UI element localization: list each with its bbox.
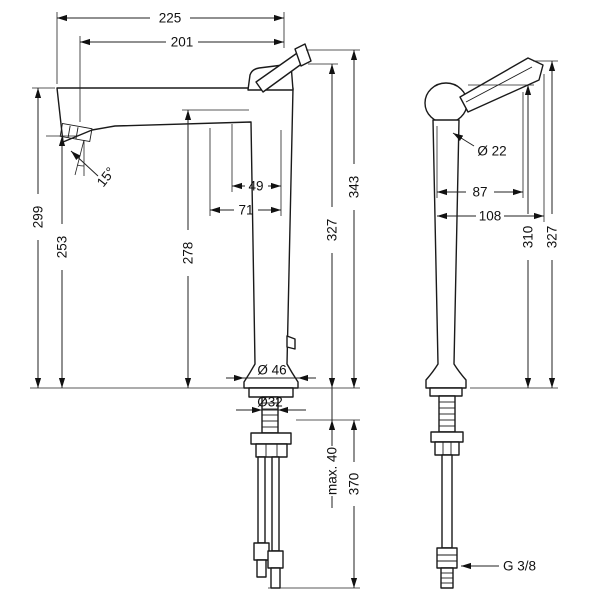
dim-front-angle: 15° bbox=[70, 139, 118, 190]
dim-front-327: 327 bbox=[308, 63, 340, 388]
dim-label-343: 343 bbox=[347, 176, 362, 199]
front-supply-hoses bbox=[253, 456, 284, 589]
front-mounting-flange bbox=[250, 432, 292, 445]
dim-side-dia22: Ø 22 bbox=[452, 132, 507, 159]
dim-front-49: 49 bbox=[231, 124, 282, 216]
dim-label-253: 253 bbox=[55, 236, 70, 259]
front-shank-threads bbox=[262, 402, 278, 428]
dim-side-327: 327 bbox=[533, 60, 560, 388]
dim-label-front-327: 327 bbox=[325, 219, 340, 242]
dim-side-thread: G 3/8 bbox=[461, 559, 536, 574]
dim-side-310: 310 bbox=[468, 84, 536, 388]
dim-label-225: 225 bbox=[159, 11, 182, 26]
dim-label-299: 299 bbox=[31, 206, 46, 229]
dim-front-343: 343 bbox=[306, 49, 362, 388]
side-body-column bbox=[425, 119, 467, 389]
side-supply-tube bbox=[441, 454, 453, 549]
dim-front-dia32: Ø32 bbox=[236, 395, 306, 414]
dim-front-370: 370 bbox=[347, 420, 362, 588]
dim-label-dia46: Ø 46 bbox=[257, 363, 286, 378]
side-handle-detail-line bbox=[465, 66, 533, 103]
side-view-dimensions: Ø 22 87 108 310 327 bbox=[436, 60, 560, 574]
dim-front-299: 299 bbox=[31, 87, 55, 388]
dim-label-278: 278 bbox=[181, 242, 196, 265]
dim-label-angle: 15° bbox=[94, 164, 118, 189]
dim-front-201: 201 bbox=[79, 35, 284, 122]
dim-label-side-327: 327 bbox=[545, 226, 560, 249]
dim-label-201: 201 bbox=[171, 35, 194, 50]
dim-label-370: 370 bbox=[347, 473, 362, 496]
dim-front-max40: max. 40 bbox=[325, 388, 340, 508]
dim-side-87: 87 bbox=[436, 92, 524, 200]
dim-side-108: 108 bbox=[437, 74, 545, 224]
dim-label-dia32: Ø32 bbox=[257, 395, 283, 410]
side-view-faucet bbox=[424, 57, 544, 589]
front-view-dimensions: 225 201 299 253 15° bbox=[30, 11, 362, 589]
front-handle-pin bbox=[294, 43, 312, 67]
side-mounting-washer bbox=[430, 431, 464, 443]
front-mounting-nut bbox=[255, 443, 288, 458]
popup-rod-knob bbox=[286, 335, 296, 350]
front-view-faucet bbox=[56, 43, 312, 589]
dim-label-87: 87 bbox=[472, 185, 487, 200]
dim-front-dia46: Ø 46 bbox=[226, 363, 316, 382]
front-spout-and-body bbox=[56, 87, 299, 389]
side-nipple-threads bbox=[441, 572, 453, 584]
side-hose-connector bbox=[436, 547, 458, 569]
dim-label-49: 49 bbox=[248, 179, 263, 194]
dim-front-278: 278 bbox=[181, 109, 249, 388]
dim-label-dia22: Ø 22 bbox=[477, 144, 506, 159]
side-cartridge-dome bbox=[424, 82, 468, 124]
dim-label-310: 310 bbox=[521, 226, 536, 249]
side-base-gasket bbox=[429, 387, 463, 397]
side-shank-threads bbox=[439, 401, 455, 427]
dim-label-max40: max. 40 bbox=[325, 447, 340, 495]
dim-front-71: 71 bbox=[209, 128, 281, 218]
dim-front-225: 225 bbox=[56, 11, 285, 84]
dim-label-108: 108 bbox=[479, 209, 502, 224]
dim-front-253: 253 bbox=[46, 135, 76, 388]
dim-label-thread: G 3/8 bbox=[503, 559, 536, 574]
side-mounting-nut bbox=[434, 441, 460, 456]
dim-label-71: 71 bbox=[238, 203, 253, 218]
